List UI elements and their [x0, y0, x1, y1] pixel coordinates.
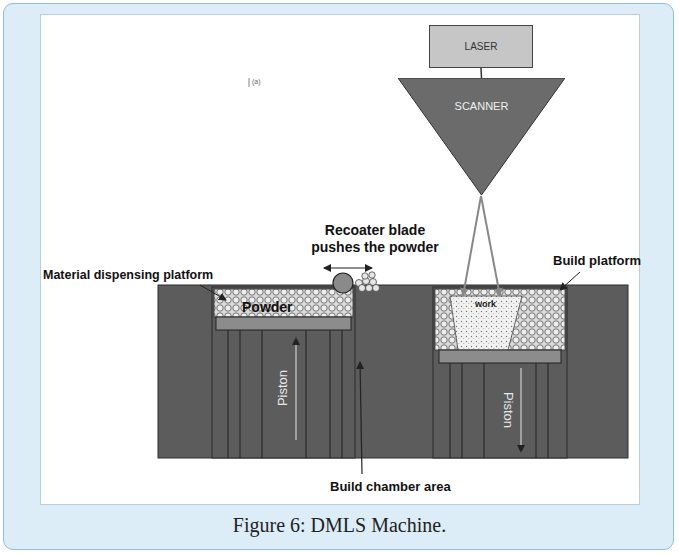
- dispensing-platform-label: Material dispensing platform: [43, 268, 213, 283]
- laser-box: LASER: [429, 25, 533, 68]
- work-label: work: [475, 299, 496, 310]
- node-text: LASER: [465, 41, 498, 52]
- build-platform-label: Build platform: [553, 253, 641, 269]
- connector-line: [480, 68, 482, 78]
- triangle-outline: [398, 78, 565, 195]
- triangle-shape: [398, 78, 565, 195]
- node-text: SCANNER: [455, 100, 509, 112]
- piston-label: Piston: [275, 370, 291, 406]
- recoater-label: Recoater blade pushes the powder: [300, 222, 450, 256]
- figure-caption: Figure 6: DMLS Machine.: [0, 514, 679, 537]
- piston-label: Piston: [500, 392, 516, 428]
- scanner-triangle: SCANNER: [398, 78, 565, 195]
- powder-label: Powder: [242, 299, 293, 316]
- figure-mark: (a): [252, 78, 261, 86]
- build-chamber-label: Build chamber area: [330, 479, 451, 495]
